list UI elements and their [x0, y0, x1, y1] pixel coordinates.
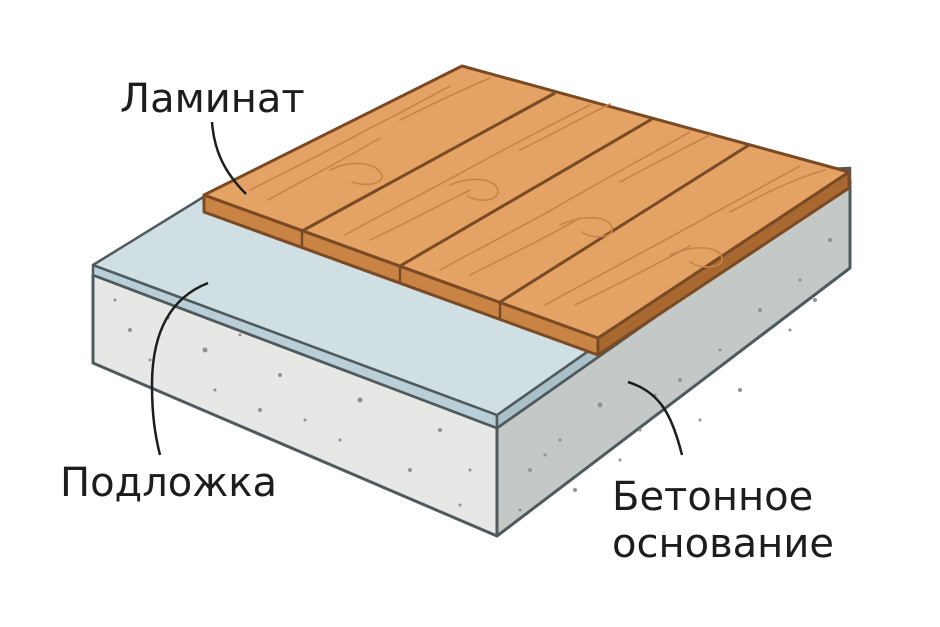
base-leader-line	[627, 380, 684, 456]
plank-seam	[301, 91, 556, 233]
label-laminate: Ламинат	[120, 76, 305, 122]
laminate-layer	[202, 64, 851, 357]
plank-seam	[399, 117, 653, 268]
label-base-line2: основание	[612, 521, 834, 567]
wood-grain	[249, 77, 826, 306]
label-underlay: Подложка	[60, 460, 277, 506]
plank-seam	[499, 143, 750, 304]
underlay-leader-line	[150, 281, 209, 456]
label-base-line1: Бетонное	[612, 474, 813, 520]
laminate-leader-line	[210, 121, 247, 195]
